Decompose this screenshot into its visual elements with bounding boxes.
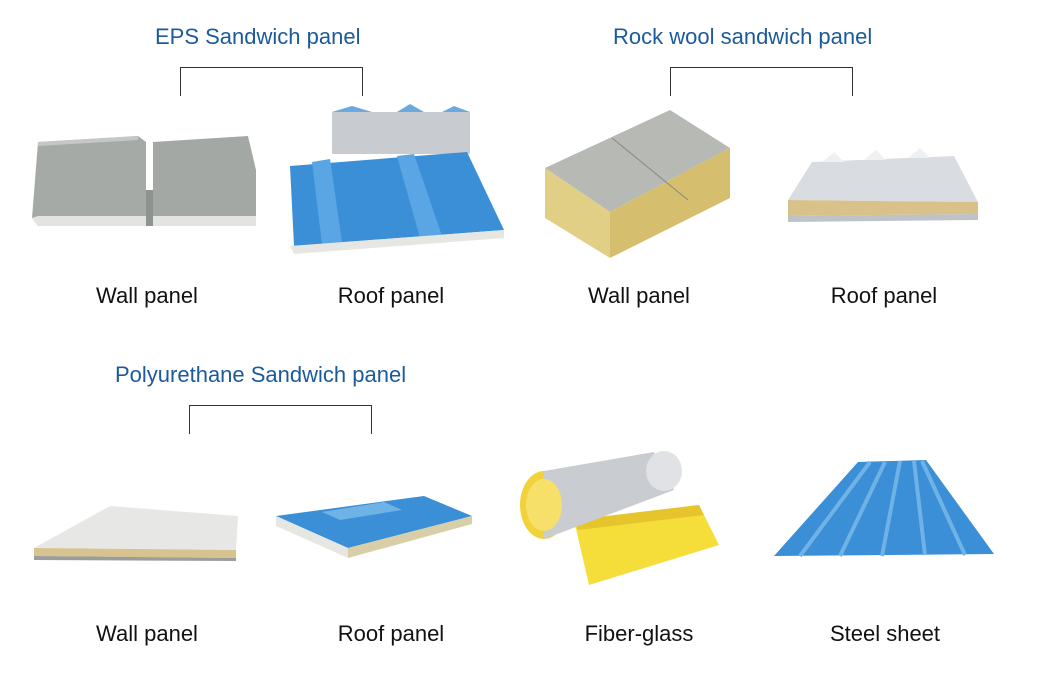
steel-sheet-image	[770, 458, 1000, 566]
rockwool-roof-panel-label: Roof panel	[830, 283, 938, 308]
eps-wall-panel-image	[28, 130, 263, 230]
pu-roof-panel-image	[274, 494, 474, 562]
eps-bracket	[180, 67, 363, 96]
fiberglass-label: Fiber-glass	[584, 621, 694, 646]
eps-roof-panel-label: Roof panel	[337, 283, 445, 308]
pu-roof-panel-label: Roof panel	[337, 621, 445, 646]
rockwool-wall-panel-label: Wall panel	[588, 283, 690, 308]
eps-wall-panel-label: Wall panel	[96, 283, 198, 308]
eps-group-title: EPS Sandwich panel	[155, 24, 361, 49]
pu-wall-panel-label: Wall panel	[96, 621, 198, 646]
fiberglass-roll-image	[514, 450, 724, 590]
rockwool-roof-panel-image	[782, 148, 982, 233]
steel-sheet-label: Steel sheet	[829, 621, 941, 646]
rockwool-group-title: Rock wool sandwich panel	[613, 24, 873, 49]
rockwool-bracket	[670, 67, 853, 96]
pu-bracket	[189, 405, 372, 434]
eps-roof-panel-image	[282, 104, 507, 254]
rockwool-wall-panel-image	[540, 108, 735, 263]
pu-group-title: Polyurethane Sandwich panel	[115, 362, 407, 387]
pu-wall-panel-image	[32, 500, 242, 562]
